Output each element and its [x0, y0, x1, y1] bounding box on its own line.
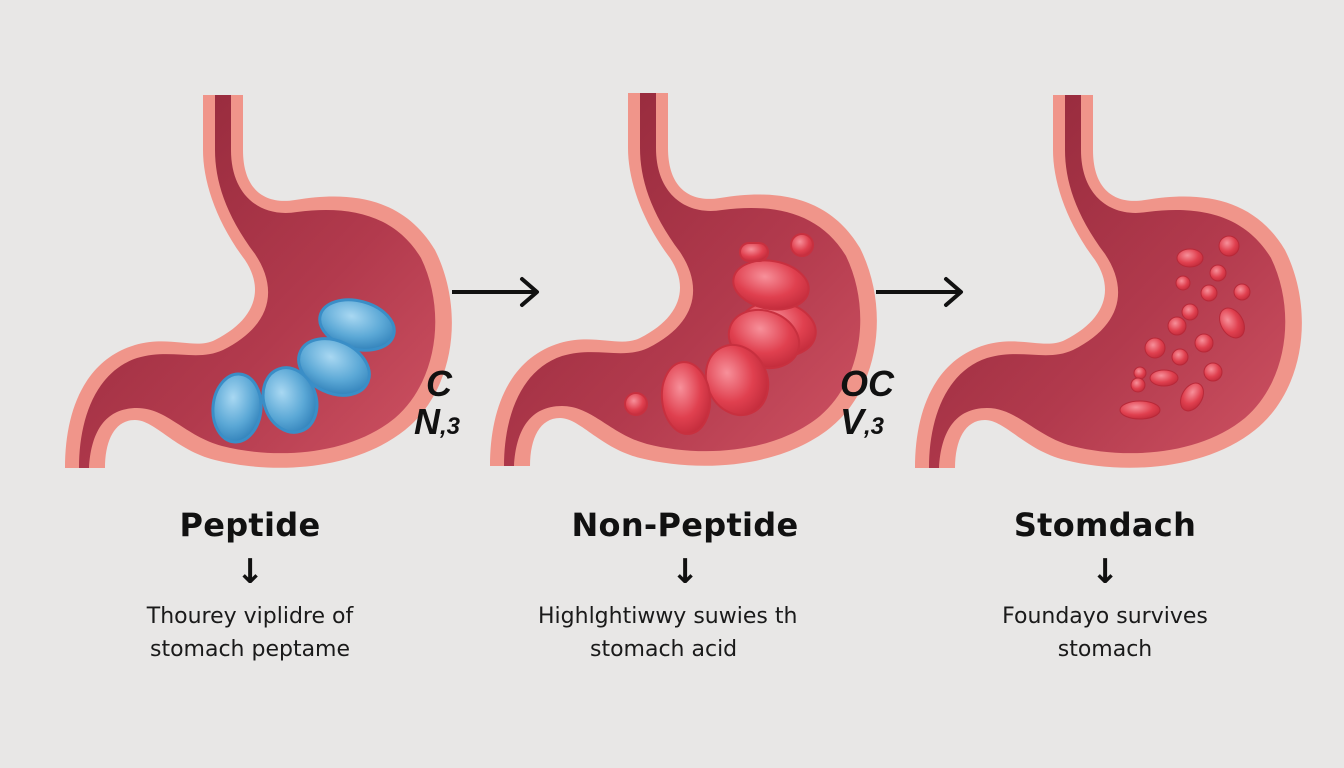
side-label-line1: C	[426, 363, 452, 404]
panel-stomach: Stomdach ↓ Foundayo survives stomach	[960, 500, 1250, 666]
panel-non-peptide: Non-Peptide ↓ Highlghtiwwy suwies th sto…	[520, 500, 850, 666]
down-arrow-icon: ↓	[235, 552, 265, 592]
caption-line: Foundayo survives	[1002, 604, 1208, 629]
side-label-2: OC V,3	[840, 365, 894, 446]
panel-title: Non-Peptide	[571, 506, 799, 544]
blue-pill-group	[211, 298, 396, 444]
panel-peptide: Peptide ↓ Thourey viplidre of stomach pe…	[100, 500, 400, 666]
side-label-line2: N	[414, 401, 440, 442]
caption-line: stomach	[1057, 637, 1153, 662]
flow-arrow-right-icon	[452, 277, 539, 307]
caption-line: Thourey viplidre of	[146, 604, 354, 629]
down-arrow-icon: ↓	[670, 552, 700, 592]
flow-arrow-right-icon	[876, 277, 963, 307]
panel-title: Stomdach	[1013, 506, 1197, 544]
caption-line: Highlghtiwwy suwies th	[538, 604, 798, 629]
down-arrow-icon: ↓	[1090, 552, 1120, 592]
panel-caption: Thourey viplidre of stomach peptame	[100, 600, 400, 666]
side-label-subscript: ,3	[864, 413, 885, 440]
side-label-1: C N,3	[414, 365, 460, 446]
panel-caption: Highlghtiwwy suwies th stomach acid	[520, 600, 850, 666]
side-label-line2: V	[840, 401, 865, 442]
side-label-line1: OC	[840, 363, 894, 404]
red-pill-group	[624, 233, 817, 435]
red-particle-group	[1119, 235, 1251, 420]
side-label-subscript: ,3	[440, 413, 461, 440]
caption-line: stomach peptame	[149, 637, 351, 662]
panel-caption: Foundayo survives stomach	[960, 600, 1250, 666]
caption-line: stomach acid	[590, 637, 738, 662]
panel-title: Peptide	[179, 506, 321, 544]
